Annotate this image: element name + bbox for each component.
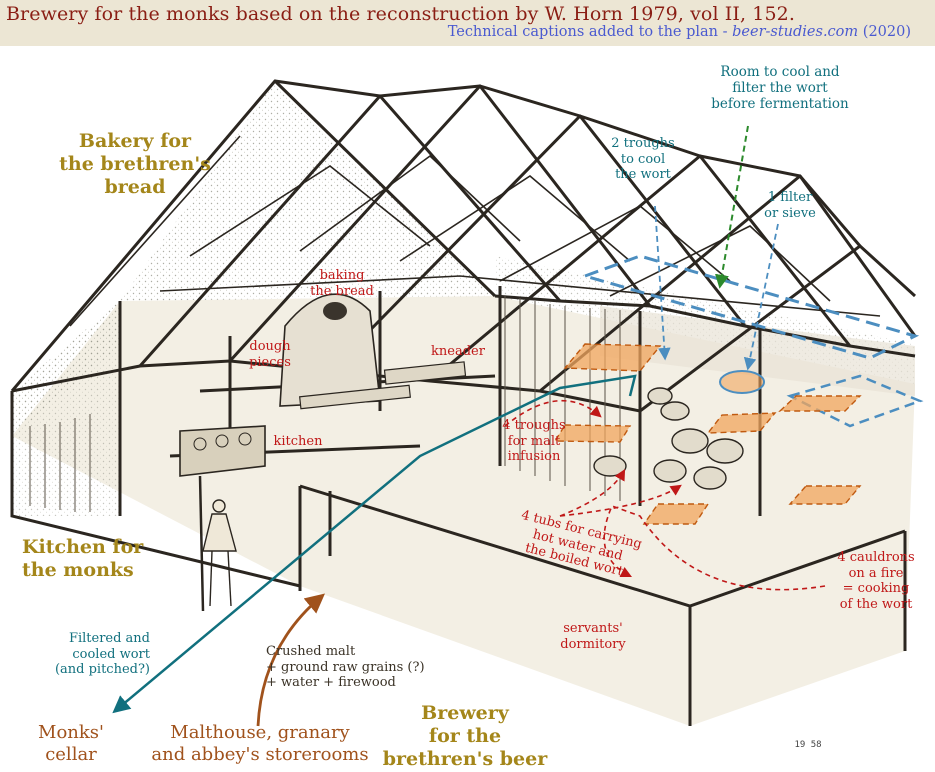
label-cellar-l2: cellar: [45, 743, 97, 765]
caption-dormitory: servants' dormitory: [548, 621, 638, 652]
header-band: Brewery for the monks based on the recon…: [0, 0, 935, 46]
caption-dough-l1: dough: [249, 339, 291, 354]
caption-dormitory-l2: dormitory: [560, 636, 626, 652]
label-bakery-l2: the brethren's: [59, 153, 211, 176]
caption-infusion-troughs-l1: 4 troughs: [502, 418, 566, 433]
caption-filtered-wort-l1: Filtered and: [68, 631, 150, 646]
caption-kitchen: kitchen: [273, 434, 323, 449]
caption-filter-l1: 1 filter: [767, 190, 813, 205]
caption-cool-room-l2: filter the wort: [732, 80, 828, 97]
caption-cauldrons-l4: of the wort: [839, 596, 913, 612]
caption-infusion-troughs-l2: for malt: [507, 433, 561, 449]
caption-inputs: Crushed malt + ground raw grains (?) + w…: [266, 644, 426, 691]
label-malthouse: Malthouse, granary and abbey's storeroom…: [150, 722, 370, 765]
label-kitchen-monks: Kitchen for the monks: [22, 536, 152, 582]
cool-room-arrow: [715, 125, 749, 289]
caption-cool-room-l1: Room to cool and: [720, 64, 840, 80]
filter-circle: [719, 370, 765, 394]
subtitle-prefix: Technical captions added to the plan -: [447, 24, 733, 40]
caption-cooling-troughs-l1: 2 troughs: [611, 136, 675, 151]
drawing-stamp: 19 58: [794, 740, 822, 750]
caption-dough-l2: pieces: [249, 354, 291, 370]
bread-oven: [279, 293, 381, 407]
caption-infusion-troughs-l3: infusion: [507, 449, 561, 465]
filter-arrow: [743, 223, 779, 371]
caption-baking: baking the bread: [303, 268, 381, 299]
caption-cooling-troughs: 2 troughs to cool the wort: [598, 136, 688, 183]
label-bakery-l1: Bakery for: [78, 130, 192, 152]
label-brewery-l2: for the: [428, 725, 502, 748]
caption-inputs-l3: + water + firewood: [266, 675, 396, 691]
cool-room-outline: [580, 254, 920, 360]
monk-figure: [198, 475, 237, 612]
inputs-arrow: [256, 593, 326, 727]
caption-filter-l2: or sieve: [764, 205, 816, 221]
caption-filtered-wort-l2: cooled wort: [72, 646, 150, 662]
back-wall: [120, 81, 495, 301]
label-brewery: Brewery for the brethren's beer: [380, 702, 550, 772]
caption-dough: dough pieces: [242, 339, 298, 370]
label-bakery: Bakery for the brethren's bread: [40, 130, 230, 200]
caption-cooling-troughs-l2: to cool: [620, 151, 666, 167]
troughs-arrow: [654, 205, 671, 361]
caption-cauldrons-l1: 4 cauldrons: [837, 550, 915, 565]
label-bakery-l3: bread: [104, 176, 166, 199]
filter-area-outline: [786, 374, 924, 428]
label-malthouse-l1: Malthouse, granary: [170, 722, 350, 743]
caption-cauldrons-l2: on a fire: [848, 565, 904, 581]
caption-cauldrons: 4 cauldrons on a fire = cooking of the w…: [822, 550, 930, 612]
baking-table: [299, 384, 411, 410]
tubs-arrow-2: [559, 484, 682, 517]
caption-filter: 1 filter or sieve: [750, 190, 830, 221]
label-brewery-l3: brethren's beer: [382, 748, 548, 771]
page-subtitle: Technical captions added to the plan - b…: [448, 24, 911, 40]
left-end-wall: [12, 301, 120, 516]
tubs-arrow: [559, 469, 626, 517]
label-cellar-l1: Monks': [38, 722, 104, 743]
cauldrons-arrow: [603, 504, 826, 591]
caption-filtered-wort-l3: (and pitched?): [54, 662, 150, 678]
label-malthouse-l2: and abbey's storerooms: [151, 743, 369, 765]
cauldrons: [593, 387, 744, 490]
orange-zones: [553, 343, 862, 525]
subtitle-suffix: (2020): [858, 24, 911, 40]
caption-baking-l2: the bread: [310, 283, 374, 299]
subtitle-site: beer-studies.com: [732, 24, 859, 40]
label-cellar: Monks' cellar: [16, 722, 126, 765]
caption-baking-l1: baking: [319, 268, 365, 283]
caption-cooling-troughs-l3: the wort: [615, 167, 671, 183]
brewery-plan: Bakery for the brethren's bread Kitchen …: [0, 46, 935, 771]
caption-inputs-l2: + ground raw grains (?): [266, 659, 425, 675]
wort-channel: [112, 374, 637, 714]
caption-kneader: kneader: [431, 344, 485, 359]
caption-cool-room-l3: before fermentation: [711, 96, 849, 113]
label-brewery-l1: Brewery: [421, 702, 509, 724]
label-kitchen-monks-l1: Kitchen for: [22, 536, 144, 558]
wall-frames: [10, 286, 907, 726]
roof-trusses: [10, 79, 917, 413]
caption-cool-room: Room to cool and filter the wort before …: [690, 64, 870, 113]
infusion-arrow: [504, 399, 602, 427]
label-kitchen-monks-l2: the monks: [22, 559, 134, 582]
caption-dormitory-l1: servants': [563, 621, 623, 636]
caption-filtered-wort: Filtered and cooled wort (and pitched?): [30, 631, 150, 678]
caption-infusion-troughs: 4 troughs for malt infusion: [494, 418, 574, 465]
page-title: Brewery for the monks based on the recon…: [6, 3, 795, 25]
caption-inputs-l1: Crushed malt: [266, 644, 356, 659]
building-drawing: [10, 79, 924, 727]
caption-cauldrons-l3: = cooking: [842, 581, 910, 597]
kneading-trough: [383, 361, 467, 385]
